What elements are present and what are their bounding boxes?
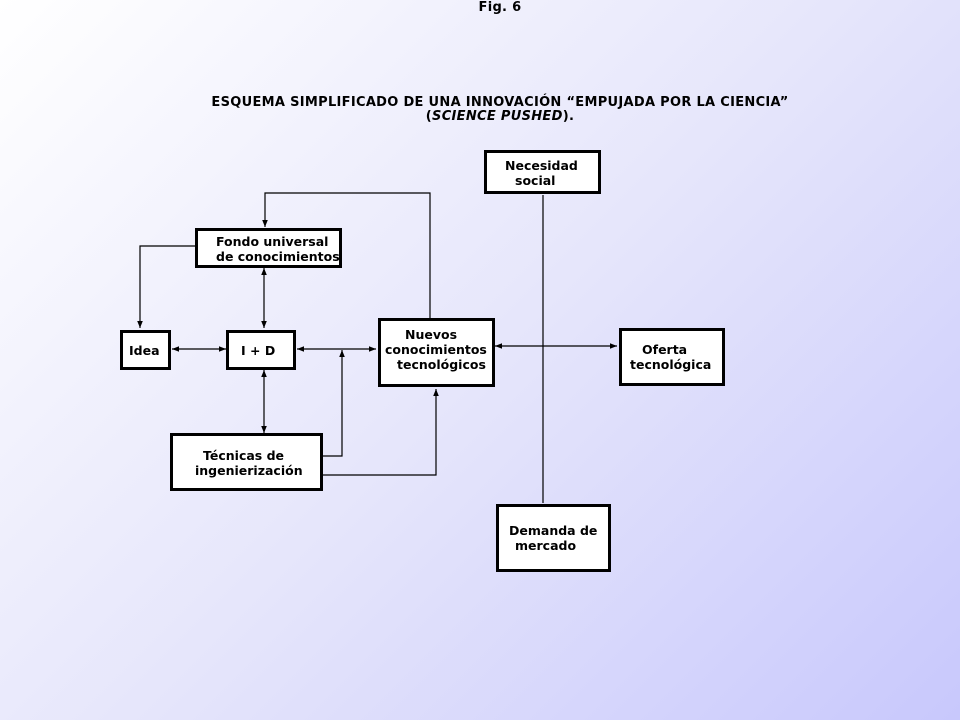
node-idea-line1: Idea (129, 343, 160, 358)
node-id-line1: I + D (241, 343, 276, 358)
node-nuevos-conocimientos: Nuevos conocimientos tecnológicos (378, 318, 495, 387)
node-oferta-tecnologica: Oferta tecnológica (619, 328, 725, 386)
subtitle-close: ). (562, 109, 575, 124)
subtitle-italic: SCIENCE PUSHED (432, 109, 563, 124)
subtitle-open: ( (425, 109, 433, 124)
figure-label: Fig. 6 (478, 0, 522, 15)
arrow-tecnicas-up (323, 350, 345, 457)
node-tecnicas-line1: Técnicas de (203, 448, 284, 463)
node-nuevos-line1: Nuevos (405, 327, 458, 342)
node-necesidad-line1: Necesidad (505, 158, 578, 173)
node-tecnicas-line2: ingenierización (195, 463, 303, 478)
node-demanda-line1: Demanda de (509, 523, 598, 538)
arrow-tecnicas-to-nuevos (323, 389, 439, 476)
node-tecnicas-ingenierizacion: Técnicas de ingenierización (170, 433, 323, 491)
node-necesidad-line2: social (515, 173, 556, 188)
figure-title: ESQUEMA SIMPLIFICADO DE UNA INNOVACIÓN “… (211, 95, 789, 110)
arrow-fondo-to-idea (137, 245, 196, 328)
node-necesidad-social: Necesidad social (484, 150, 601, 194)
node-i-d: I + D (226, 330, 296, 370)
node-nuevos-line2: conocimientos (385, 342, 487, 357)
node-demanda-line2: mercado (515, 538, 577, 553)
node-fondo-line1: Fondo universal (216, 234, 329, 249)
node-fondo-universal: Fondo universal de conocimientos (195, 228, 342, 268)
figure-subtitle: (SCIENCE PUSHED). (0, 109, 960, 124)
node-demanda-mercado: Demanda de mercado (496, 504, 611, 572)
arrow-loop-to-fondo (262, 192, 431, 320)
node-fondo-line2: de conocimientos (216, 249, 340, 264)
node-oferta-line2: tecnológica (630, 357, 712, 372)
node-oferta-line1: Oferta (642, 342, 688, 357)
node-idea: Idea (120, 330, 171, 370)
node-nuevos-line3: tecnológicos (397, 357, 486, 372)
